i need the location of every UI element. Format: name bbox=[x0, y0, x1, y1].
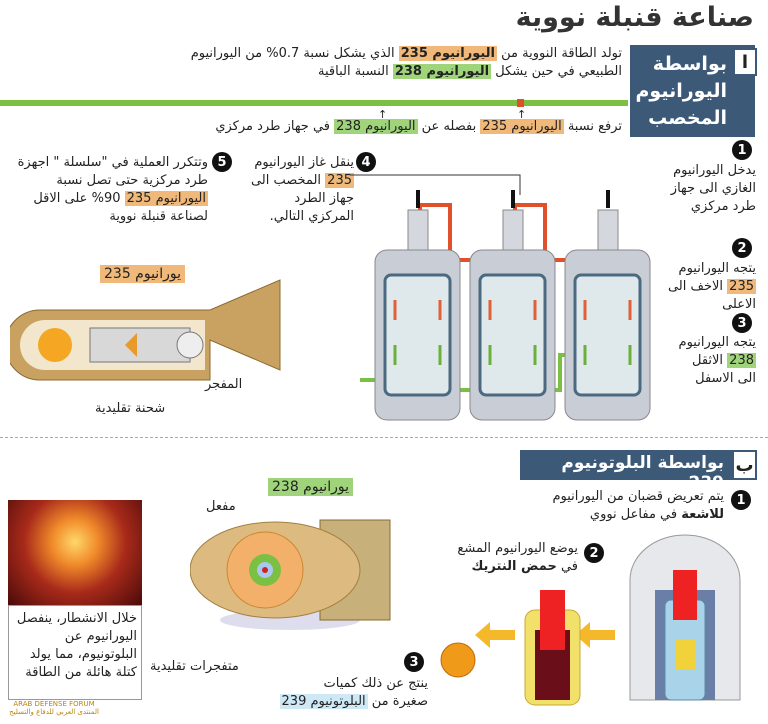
arrow-up-icon: ↑ bbox=[378, 108, 388, 121]
b-step-1-badge: 1 bbox=[731, 490, 751, 510]
section-a-number: ا bbox=[733, 48, 757, 76]
centrifuge bbox=[374, 190, 461, 421]
uranium-bomb-illustration bbox=[10, 279, 281, 381]
bomb-b-activator-label: مفعل bbox=[206, 499, 236, 514]
bomb-b-uranium-label: يورانيوم 238 bbox=[268, 478, 353, 496]
step-1-badge: 1 bbox=[732, 140, 752, 160]
bomb-a-detonator-label: المفجر bbox=[205, 377, 243, 392]
page-title: صناعة قنبلة نووية bbox=[515, 2, 754, 33]
section-b-number: ب bbox=[732, 450, 757, 480]
plutonium-bomb-illustration bbox=[190, 519, 391, 630]
step-5-badge: 5 bbox=[212, 152, 232, 172]
step-4-badge: 4 bbox=[356, 152, 376, 172]
step-3-badge: 3 bbox=[732, 313, 752, 333]
bomb-b-explosives-label: متفجرات تقليدية bbox=[150, 659, 239, 674]
centrifuge bbox=[564, 190, 651, 421]
step-4-text: ينقل غاز اليورانيوم 235 المخصب الى جهاز … bbox=[250, 155, 354, 224]
u235-marker bbox=[517, 99, 524, 107]
mushroom-cloud-photo bbox=[8, 500, 142, 605]
section-b-heading: بواسطة البلوتونيوم 239 bbox=[561, 453, 724, 493]
uranium-ratio-bar bbox=[0, 100, 628, 106]
plutonium-sphere bbox=[440, 642, 476, 678]
centrifuge bbox=[469, 190, 556, 421]
step-1-text: يدخل اليورانيوم الغازي الى جهاز طرد مركز… bbox=[670, 163, 756, 214]
step-5-text: وتتكرر العملية في "سلسلة " اجهزة طرد مرك… bbox=[17, 155, 208, 224]
arrow-left-icon bbox=[475, 622, 515, 648]
fission-caption: خلال الانشطار، ينفصل اليورانيوم عن البلو… bbox=[8, 605, 142, 700]
enrichment-text: ترفع نسبة اليورانيوم 235 بفصله عن اليورا… bbox=[215, 119, 622, 134]
plutonium-process-illustration bbox=[440, 534, 741, 706]
arrow-up-icon: ↑ bbox=[517, 108, 527, 121]
section-divider bbox=[0, 437, 768, 438]
step-2-badge: 2 bbox=[732, 238, 752, 258]
centrifuge-cascade bbox=[350, 174, 651, 421]
section-a-heading: بواسطة اليورانيوم المخصب bbox=[635, 53, 728, 129]
reactor-illustration bbox=[629, 534, 741, 701]
bomb-a-uranium-label: يورانيوم 235 bbox=[100, 265, 185, 283]
bomb-a-charge-label: شحنة تقليدية bbox=[95, 401, 166, 416]
arrow-left-icon bbox=[575, 622, 615, 648]
section-b-heading-box: بواسطة البلوتونيوم 239 bbox=[520, 450, 732, 493]
acid-tube-illustration bbox=[524, 590, 581, 706]
section-a-intro: تولد الطاقة النووية من اليورانيوم 235 ال… bbox=[190, 46, 622, 79]
b-step-3-badge: 3 bbox=[404, 652, 424, 672]
b-step-2-badge: 2 bbox=[584, 543, 604, 563]
